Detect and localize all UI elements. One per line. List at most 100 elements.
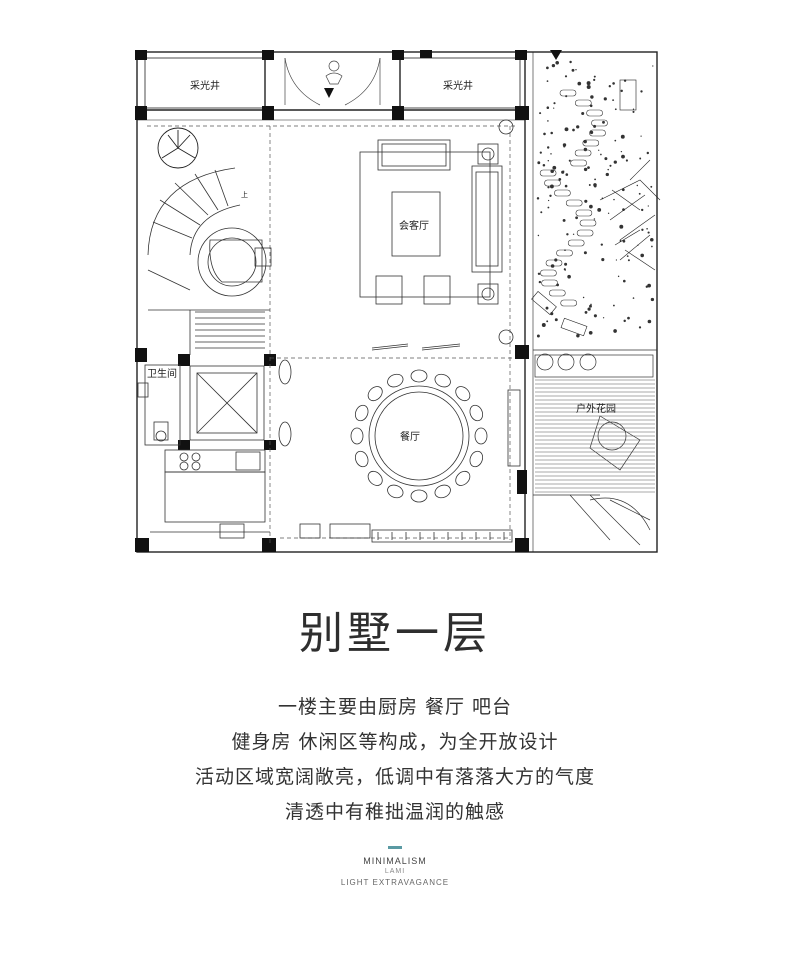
plant-dot (546, 80, 549, 82)
plant-dot (632, 108, 635, 110)
plant-dot (567, 274, 571, 279)
label-stair-up: 上 (241, 190, 248, 199)
plant-dot (588, 184, 591, 186)
plant-dot (550, 153, 552, 155)
plant-dot (547, 120, 549, 122)
plant-dot (536, 197, 540, 200)
label-living-room: 会客厅 (399, 219, 429, 232)
plant-dot (583, 139, 587, 144)
dining-chair (455, 386, 471, 402)
plant-dot (587, 166, 590, 169)
plant-dot (632, 297, 635, 299)
description-line: 一楼主要由厨房 餐厅 吧台 (277, 696, 513, 718)
stepping-stones (539, 89, 608, 307)
plant-dot (615, 259, 618, 261)
stepping-stone (574, 149, 592, 157)
deck-planks (535, 379, 655, 493)
living-room-furniture (359, 119, 514, 351)
dining-chair (434, 373, 451, 388)
plant-dot (588, 330, 593, 335)
plant-dot (620, 89, 623, 93)
plant-dot (538, 280, 542, 284)
plant-dot (583, 167, 588, 172)
plant-dot (622, 208, 625, 211)
plant-dot (564, 184, 568, 188)
plant-dot (620, 150, 623, 153)
description-line: 清透中有稚拙温润的触感 (284, 801, 505, 823)
page-title: 别墅一层 (299, 608, 491, 659)
plant-dot (652, 65, 654, 67)
stepping-stone (554, 189, 571, 197)
dining-chair (434, 484, 451, 499)
plant-dot (623, 319, 626, 323)
plant-dot (550, 169, 554, 174)
plant-dot (612, 82, 615, 85)
label-skylight-left: 采光井 (190, 79, 220, 92)
plant-dot (572, 233, 575, 235)
plant-dot (593, 218, 596, 220)
plant-dot (587, 307, 591, 311)
plant-dot (546, 66, 549, 70)
plant-dot (593, 78, 596, 81)
plant-dot (563, 268, 566, 271)
stepping-stone (582, 139, 600, 147)
dining-decor (278, 359, 521, 467)
stepping-stone (548, 289, 566, 297)
stepping-stone (560, 299, 578, 307)
plant-dot (541, 323, 546, 327)
plant-dot (549, 184, 554, 189)
label-dining-room: 餐厅 (400, 430, 420, 443)
plant-dot (547, 199, 550, 202)
plant-dot (603, 97, 607, 101)
plant-dot (562, 218, 566, 222)
plant-dot (554, 258, 558, 262)
plant-dot (604, 157, 608, 161)
plant-dot (612, 304, 615, 307)
plant-dot (646, 151, 650, 155)
plant-dot (582, 296, 585, 299)
stepping-stone (589, 129, 606, 137)
plant-dot (556, 283, 559, 287)
dining-chair (410, 369, 428, 383)
plant-dot (612, 99, 615, 102)
plant-dot (647, 231, 650, 234)
plant-dot (577, 81, 582, 86)
plant-dot (547, 159, 550, 162)
entrance-figure-icon (325, 60, 343, 85)
plant-dot (593, 184, 597, 188)
plant-dot (620, 134, 625, 139)
plant-dot (641, 208, 644, 212)
plant-dot (583, 147, 588, 152)
plant-dot (601, 258, 605, 262)
plant-dot (581, 111, 585, 116)
plant-dot (605, 172, 609, 177)
stepping-stone (567, 239, 585, 247)
footer-line-2: LAMI (384, 868, 406, 875)
plant-dot (586, 81, 591, 86)
description-line: 活动区域宽阔敞亮，低调中有落落大方的气度 (194, 766, 595, 788)
description-line: 健身房 休闲区等构成，为全开放设计 (231, 731, 559, 753)
plant-dot (537, 234, 540, 237)
plant-dot (593, 75, 596, 78)
plant-dot (647, 205, 649, 207)
plant-dot (594, 178, 597, 181)
plant-dot (590, 95, 594, 99)
plant-dot (563, 145, 566, 148)
stepping-stone (576, 229, 594, 237)
plant-dot (600, 153, 602, 156)
plant-dot (552, 165, 557, 170)
plant-dot (600, 243, 603, 246)
plant-dot (636, 184, 639, 187)
dining-chair (469, 450, 484, 468)
plant-dot (540, 211, 543, 214)
stepping-stone (570, 159, 587, 167)
plant-dot (536, 334, 540, 338)
plant-dot (586, 85, 591, 89)
plant-dot (639, 157, 642, 160)
dining-chair (474, 427, 488, 445)
plant-dot (539, 112, 542, 115)
plant-dot (640, 253, 645, 258)
plant-dot (549, 194, 552, 197)
plant-dot (627, 316, 630, 320)
label-skylight-right: 采光井 (443, 79, 473, 92)
